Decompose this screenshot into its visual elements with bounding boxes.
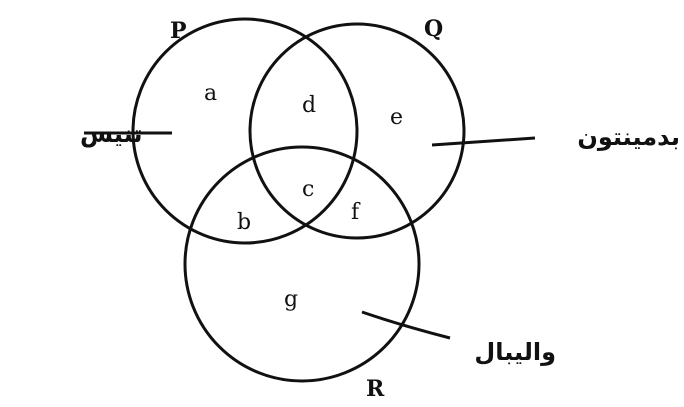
region-g: g [284,287,298,312]
region-b: b [237,210,251,235]
circle-r [183,145,421,383]
region-c: c [302,177,314,202]
set-label-r: واليبال [474,338,556,366]
circle-q [248,22,466,240]
region-f: f [351,200,361,225]
set-name-q: Q [424,16,443,42]
circle-p [131,17,359,245]
set-name-p: P [170,18,187,44]
region-e: e [390,105,403,130]
set-label-q: بدمينتون [577,123,680,151]
set-name-r: R [366,376,385,402]
pointer-line-r [361,310,451,340]
set-label-p: تنيس [80,120,143,148]
pointer-line-q [431,136,536,147]
region-a: a [204,81,217,106]
region-d: d [302,93,316,118]
